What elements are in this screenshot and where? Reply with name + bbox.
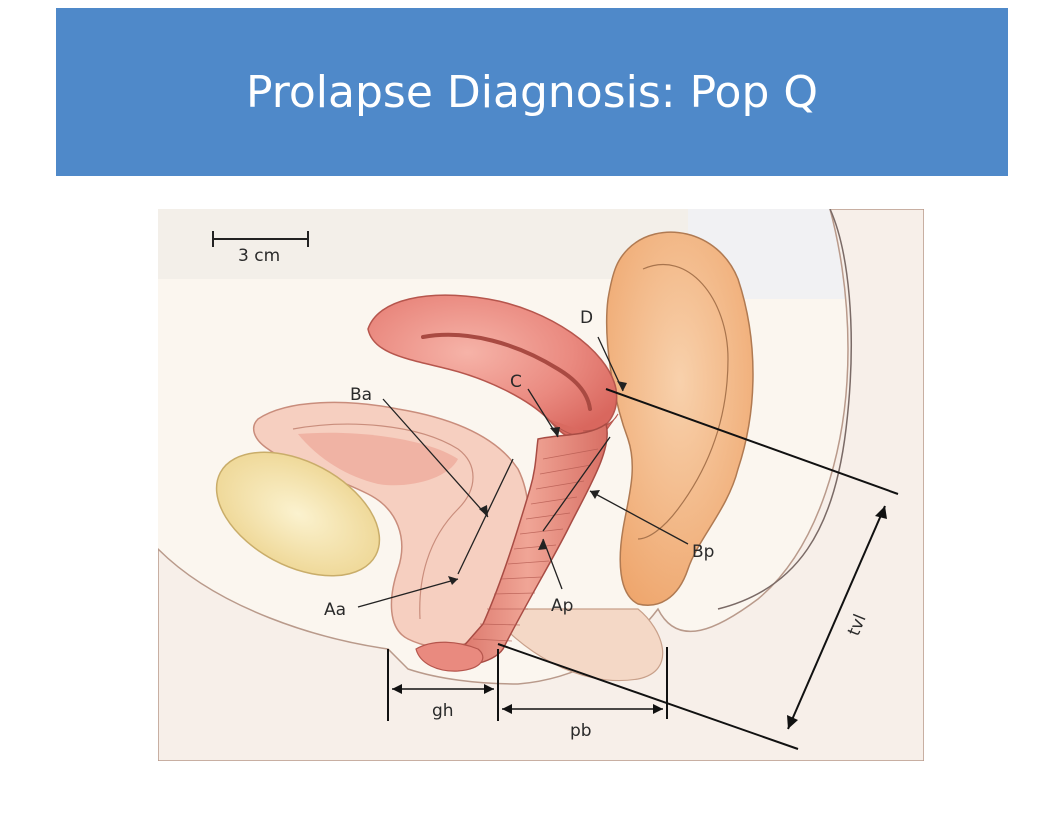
vaginal-rugae xyxy=(472,448,599,642)
title-bar: Prolapse Diagnosis: Pop Q xyxy=(56,8,1008,176)
arrow-head-ap xyxy=(538,539,547,550)
vagina xyxy=(446,422,608,667)
arrow-heads xyxy=(448,381,627,585)
introitus xyxy=(415,641,484,672)
arrow-head-ba xyxy=(479,505,488,517)
perineal-body xyxy=(486,608,664,681)
label-ba: Ba xyxy=(350,385,372,405)
tvl-arrow-top xyxy=(875,506,887,519)
pb-arrow-right xyxy=(653,704,663,714)
bladder-lumen xyxy=(298,432,458,486)
rectum-inner-wall xyxy=(637,263,729,540)
slide-title: Prolapse Diagnosis: Pop Q xyxy=(245,66,819,118)
pb-arrow-left xyxy=(502,704,512,714)
pop-q-anatomy-figure: 3 cm xyxy=(158,209,924,761)
arrow-head-bp xyxy=(590,490,600,499)
bladder-inner-wall xyxy=(292,423,474,620)
scale-bar-label: 3 cm xyxy=(238,246,280,266)
background-bleed-block xyxy=(158,209,688,279)
scale-bar: 3 cm xyxy=(212,231,309,266)
gh-measurement xyxy=(387,649,499,721)
label-bp: Bp xyxy=(692,542,714,562)
pubic-bone xyxy=(215,451,381,577)
uterine-cavity xyxy=(421,332,592,411)
label-aa: Aa xyxy=(324,600,346,620)
pb-measurement xyxy=(502,647,668,719)
arrow-head-d xyxy=(617,381,627,391)
anatomy-diagram: 3 cm xyxy=(158,209,924,761)
arrow-head-c xyxy=(550,427,560,437)
sacrum-outline xyxy=(717,209,852,610)
label-ap: Ap xyxy=(551,596,573,616)
tvl-measurement xyxy=(497,388,899,750)
label-pb: pb xyxy=(570,721,592,741)
gh-arrow-left xyxy=(392,684,402,694)
body-outline xyxy=(158,209,924,761)
rectum xyxy=(605,231,754,606)
arrow-head-aa xyxy=(448,576,458,585)
label-gh: gh xyxy=(432,701,454,721)
tvl-arrow-bottom xyxy=(787,715,798,729)
label-d: D xyxy=(580,308,593,328)
label-c: C xyxy=(510,372,522,392)
gh-arrow-right xyxy=(484,684,494,694)
